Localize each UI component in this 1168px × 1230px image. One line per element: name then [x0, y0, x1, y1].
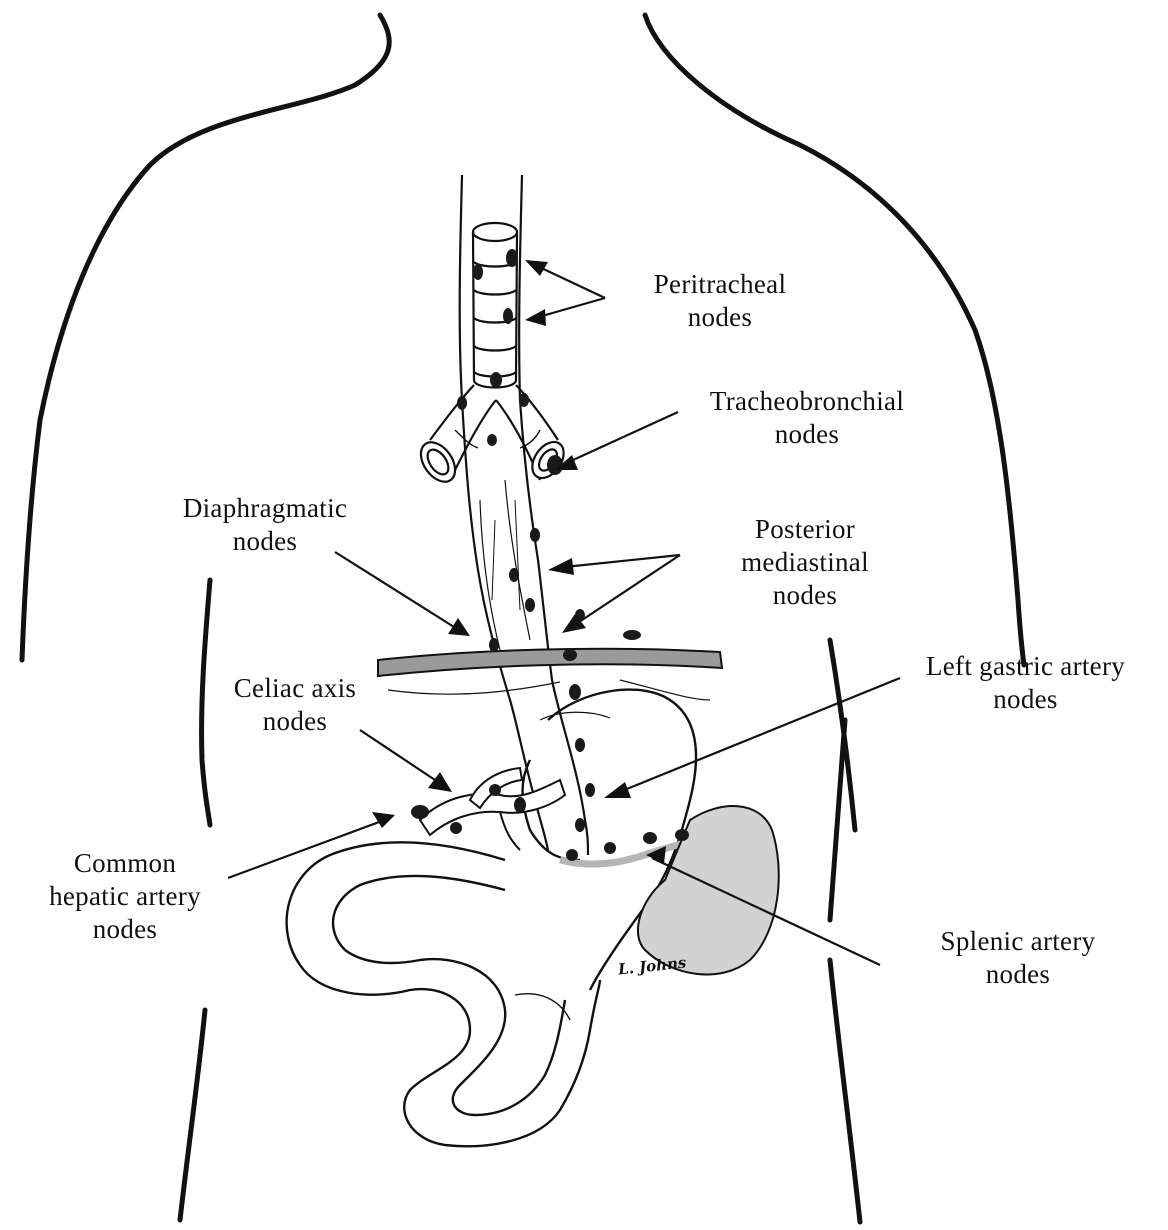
- node-left-gastric-2: [575, 738, 585, 752]
- label-line: Splenic artery: [888, 925, 1148, 958]
- node-splenic-4: [675, 829, 689, 841]
- label-line: nodes: [888, 958, 1148, 991]
- node-mediastinal-5: [623, 630, 641, 640]
- arrowhead-common-hepatic: [372, 812, 395, 828]
- label-diaphragmatic-nodes: Diaphragmatic nodes: [140, 492, 390, 558]
- node-tracheobronchial-1: [457, 396, 467, 410]
- arrowhead-diaphragmatic: [448, 618, 470, 636]
- leader-peritracheal-1: [535, 265, 605, 298]
- label-peritracheal-nodes: Peritracheal nodes: [615, 268, 825, 334]
- node-splenic-3: [643, 832, 657, 844]
- label-line: Common: [10, 847, 240, 880]
- label-line: nodes: [615, 301, 825, 334]
- label-posterior-mediastinal-nodes: Posterior mediastinal nodes: [700, 513, 910, 612]
- body-outline: [22, 15, 1024, 1222]
- node-splenic-2: [604, 842, 616, 854]
- right-waist-inner-outline: [830, 720, 845, 920]
- node-peritracheal-1: [506, 249, 518, 267]
- intestine: [287, 842, 600, 1146]
- arrowhead-peritracheal-2: [525, 309, 546, 326]
- node-left-gastric-1: [569, 684, 581, 700]
- node-tracheobronchial-2: [519, 393, 529, 407]
- node-left-gastric-3: [585, 783, 595, 797]
- left-shoulder-outline: [22, 15, 389, 660]
- label-splenic-artery-nodes: Splenic artery nodes: [888, 925, 1148, 991]
- diaphragm: [378, 649, 722, 700]
- label-line: Tracheobronchial: [672, 385, 942, 418]
- node-peritracheal-3: [503, 308, 513, 324]
- leader-left-gastric: [612, 678, 900, 795]
- label-line: Peritracheal: [615, 268, 825, 301]
- arrowhead-peritracheal-1: [525, 260, 548, 276]
- leader-peritracheal-2: [535, 298, 605, 318]
- label-left-gastric-artery-nodes: Left gastric artery nodes: [888, 650, 1163, 716]
- arrowhead-posterior-mediastinal-1: [548, 558, 574, 575]
- left-hip-outline: [180, 1010, 205, 1220]
- leader-diaphragmatic: [335, 552, 462, 632]
- label-common-hepatic-artery-nodes: Common hepatic artery nodes: [10, 847, 240, 946]
- label-line: mediastinal: [700, 546, 910, 579]
- node-mediastinal-3: [525, 598, 535, 612]
- right-hip-outline: [830, 960, 860, 1222]
- node-splenic-1: [566, 849, 578, 861]
- label-line: nodes: [700, 579, 910, 612]
- lymph-nodes: [411, 249, 689, 861]
- leader-posterior-mediastinal-2: [570, 555, 680, 628]
- node-mediastinal-2: [509, 568, 519, 582]
- label-line: nodes: [140, 525, 390, 558]
- leader-posterior-mediastinal-1: [555, 555, 680, 568]
- node-hepatic-1: [411, 805, 429, 819]
- label-line: Celiac axis: [195, 672, 395, 705]
- label-celiac-axis-nodes: Celiac axis nodes: [195, 672, 395, 738]
- arrowhead-celiac: [428, 772, 452, 792]
- label-line: nodes: [888, 683, 1163, 716]
- node-hepatic-2: [450, 822, 462, 834]
- label-tracheobronchial-nodes: Tracheobronchial nodes: [672, 385, 942, 451]
- node-diaphragmatic-2: [563, 649, 577, 661]
- label-line: nodes: [672, 418, 942, 451]
- node-mediastinal-1: [530, 528, 540, 542]
- node-tracheobronchial-4: [487, 434, 497, 446]
- label-line: nodes: [195, 705, 395, 738]
- spleen: [638, 806, 779, 974]
- node-celiac-1: [514, 797, 526, 813]
- label-line: nodes: [10, 913, 240, 946]
- label-line: Diaphragmatic: [140, 492, 390, 525]
- label-line: hepatic artery: [10, 880, 240, 913]
- arrowhead-left-gastric: [604, 782, 631, 798]
- node-peritracheal-4: [490, 372, 502, 388]
- node-celiac-2: [489, 784, 501, 796]
- label-line: Left gastric artery: [888, 650, 1163, 683]
- label-line: Posterior: [700, 513, 910, 546]
- node-left-gastric-4: [575, 818, 585, 832]
- node-peritracheal-2: [473, 264, 483, 280]
- node-diaphragmatic-1: [489, 638, 499, 652]
- leader-tracheobronchial: [560, 412, 678, 466]
